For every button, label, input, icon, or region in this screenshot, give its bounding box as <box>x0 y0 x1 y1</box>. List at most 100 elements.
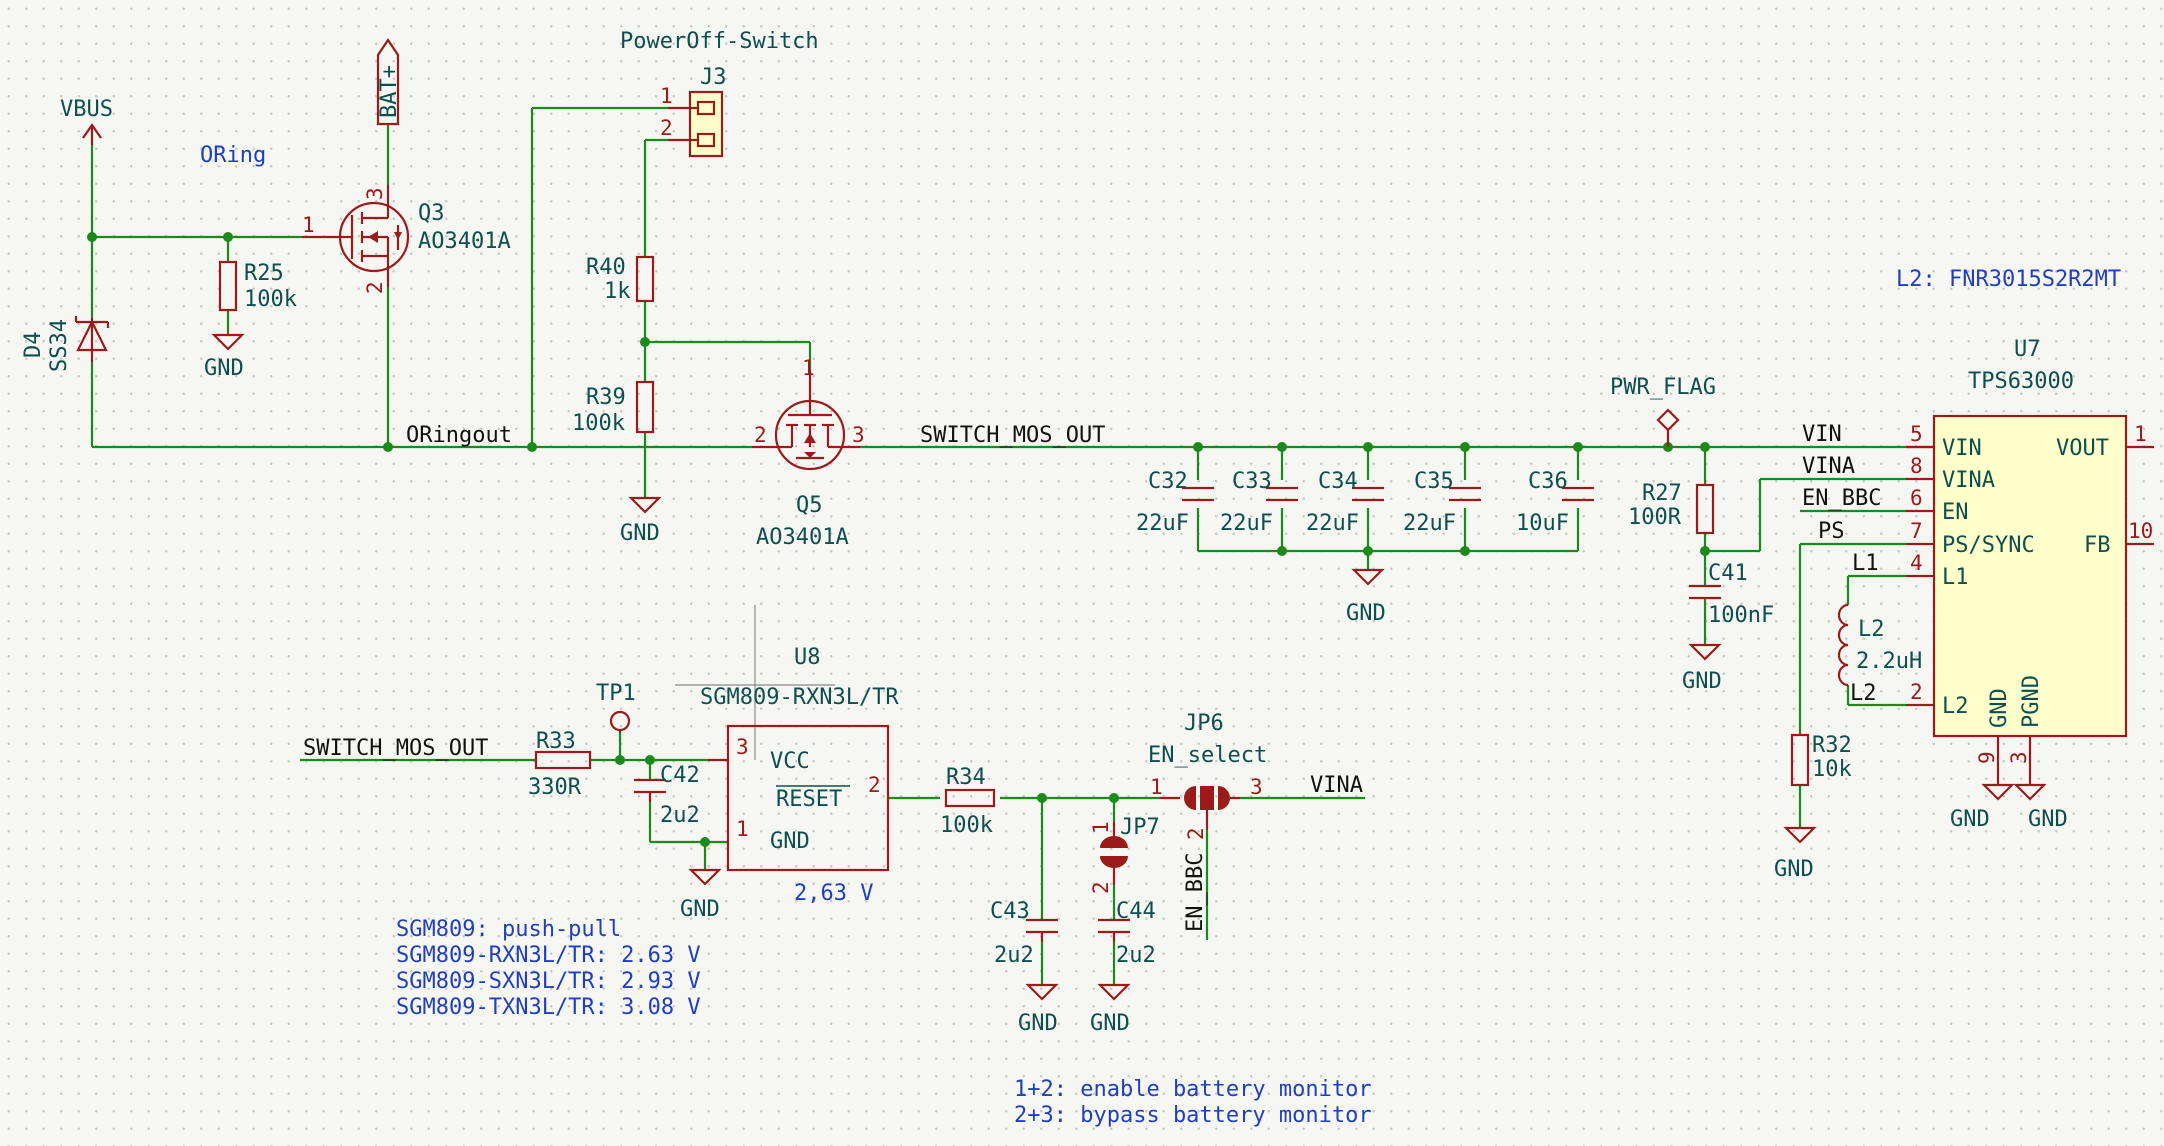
l2-ref: L2 <box>1858 617 1885 642</box>
u8-pin3: 3 <box>736 735 749 759</box>
bat-symbol: BAT+ <box>376 38 402 126</box>
j3-pin1: 1 <box>660 84 673 108</box>
d4-ref: D4 <box>21 332 46 359</box>
net-switch-mos-out-2: SWITCH_MOS_OUT <box>303 736 488 761</box>
q3-ref: Q3 <box>418 201 445 226</box>
mosfet-q3: 1 2 3 Q3 AO3401A <box>302 185 511 294</box>
c42-ref: C42 <box>660 763 700 788</box>
q5-ref: Q5 <box>796 493 823 518</box>
c41-ref: C41 <box>1708 561 1748 586</box>
r25-value: 100k <box>244 287 297 312</box>
jumper-jp6: JP6 EN_select 1 3 2 <box>1148 711 1267 840</box>
gnd-caps: GND <box>1346 568 1386 626</box>
r33-value: 330R <box>528 775 582 800</box>
u8-vcc-pin: VCC <box>770 749 810 774</box>
u7-pgnd-pin: PGND <box>2019 675 2044 728</box>
net-ps: PS <box>1818 519 1845 544</box>
r40-value: 1k <box>604 279 631 304</box>
q3-pin1: 1 <box>302 213 315 237</box>
r32-ref: R32 <box>1812 733 1852 758</box>
c43-value: 2u2 <box>994 943 1034 968</box>
c36-ref: C36 <box>1528 469 1568 494</box>
gnd-c42-label: GND <box>680 897 720 922</box>
pwr-flag-label: PWR_FLAG <box>1610 375 1716 400</box>
u8-pin1: 1 <box>736 817 749 841</box>
u8-voltage: 2,63 V <box>794 881 873 906</box>
u7-pin2: 2 <box>1910 680 1923 704</box>
tp1-ref: TP1 <box>596 681 636 706</box>
q3-pin2: 2 <box>363 281 387 294</box>
jp7-ref: JP7 <box>1120 815 1160 840</box>
u7-pin3: 3 <box>2007 751 2031 764</box>
net-vina-2: VINA <box>1310 773 1363 798</box>
r34-ref: R34 <box>946 765 986 790</box>
cap-c35: C35 22uF <box>1403 469 1481 536</box>
jp6-value: EN_select <box>1148 743 1267 768</box>
r25-ref: R25 <box>244 261 284 286</box>
ic-u8: U8 SGM809-RXN3L/TR 3 2 1 VCC RESET GND 2… <box>700 645 899 906</box>
note-jp2: 2+3: bypass battery monitor <box>1014 1103 1372 1128</box>
q5-pin2: 2 <box>754 423 767 447</box>
resistor-r40: R40 1k <box>586 255 655 304</box>
c35-ref: C35 <box>1414 469 1454 494</box>
cap-c44: C44 2u2 <box>1098 899 1156 968</box>
u7-vin-pin: VIN <box>1942 436 1982 461</box>
c44-ref: C44 <box>1116 899 1156 924</box>
c32-value: 22uF <box>1136 511 1189 536</box>
r39-value: 100k <box>572 411 625 436</box>
r27-ref: R27 <box>1642 481 1682 506</box>
r33-ref: R33 <box>536 729 576 754</box>
gnd-u7a: GND <box>1950 783 2015 832</box>
note-jp1: 1+2: enable battery monitor <box>1014 1077 1372 1102</box>
cap-c36: C36 10uF <box>1516 469 1594 536</box>
net-vina: VINA <box>1802 454 1855 479</box>
cap-c41: C41 100nF <box>1689 561 1774 628</box>
u7-ref: U7 <box>2014 337 2041 362</box>
c35-value: 22uF <box>1403 511 1456 536</box>
cap-c34: C34 22uF <box>1306 469 1384 536</box>
net-en-bbc: EN_BBC <box>1802 486 1881 511</box>
bat-label: BAT+ <box>377 65 402 118</box>
net-l2: L2 <box>1850 681 1877 706</box>
c43-ref: C43 <box>990 899 1030 924</box>
gnd-r39-label: GND <box>620 521 660 546</box>
gnd-r39: GND <box>620 496 662 546</box>
j3-ref: J3 <box>700 65 727 90</box>
r32-value: 10k <box>1812 757 1852 782</box>
q3-pin3: 3 <box>363 187 387 200</box>
jumper-jp7: 1 2 JP7 <box>1089 815 1160 894</box>
vbus-label: VBUS <box>60 97 113 122</box>
note-sgm2: SGM809-RXN3L/TR: 2.63 V <box>396 943 701 968</box>
net-switch-mos-out: SWITCH_MOS_OUT <box>920 423 1105 448</box>
c36-value: 10uF <box>1516 511 1569 536</box>
net-en-bbc-2: EN_BBC <box>1183 853 1208 932</box>
gnd-c43: GND <box>1018 983 1059 1036</box>
j3-pin2: 2 <box>660 116 673 140</box>
c42-value: 2u2 <box>660 803 700 828</box>
resistor-r33: R33 330R <box>528 729 592 800</box>
gnd-caps-label: GND <box>1346 601 1386 626</box>
connector-j3: PowerOff-Switch J3 1 2 <box>620 29 819 158</box>
r27-value: 100R <box>1628 505 1682 530</box>
gnd-c41-label: GND <box>1682 669 1722 694</box>
c34-ref: C34 <box>1318 469 1358 494</box>
cap-c43: C43 2u2 <box>990 899 1058 968</box>
c33-value: 22uF <box>1220 511 1273 536</box>
gnd-r25-label: GND <box>204 356 244 381</box>
gnd-r32: GND <box>1774 826 1817 882</box>
ic-u7: U7 TPS63000 5 8 6 7 4 2 1 10 9 3 VIN VIN… <box>1906 337 2154 785</box>
u7-pin5: 5 <box>1910 422 1923 446</box>
c34-value: 22uF <box>1306 511 1359 536</box>
cap-c42: C42 2u2 <box>634 763 700 828</box>
mosfet-q5: 1 2 3 Q5 AO3401A <box>752 356 865 550</box>
gnd-c42: GND <box>680 868 722 922</box>
u7-pin9: 9 <box>1975 751 1999 764</box>
u7-l2-pin: L2 <box>1942 694 1969 719</box>
j3-value: PowerOff-Switch <box>620 29 819 54</box>
jp6-ref: JP6 <box>1184 711 1224 736</box>
note-oring: ORing <box>200 143 266 168</box>
note-l2-part: L2: FNR3015S2R2MT <box>1896 267 2121 292</box>
u7-value: TPS63000 <box>1968 369 2074 394</box>
d4-value: SS34 <box>47 319 72 372</box>
